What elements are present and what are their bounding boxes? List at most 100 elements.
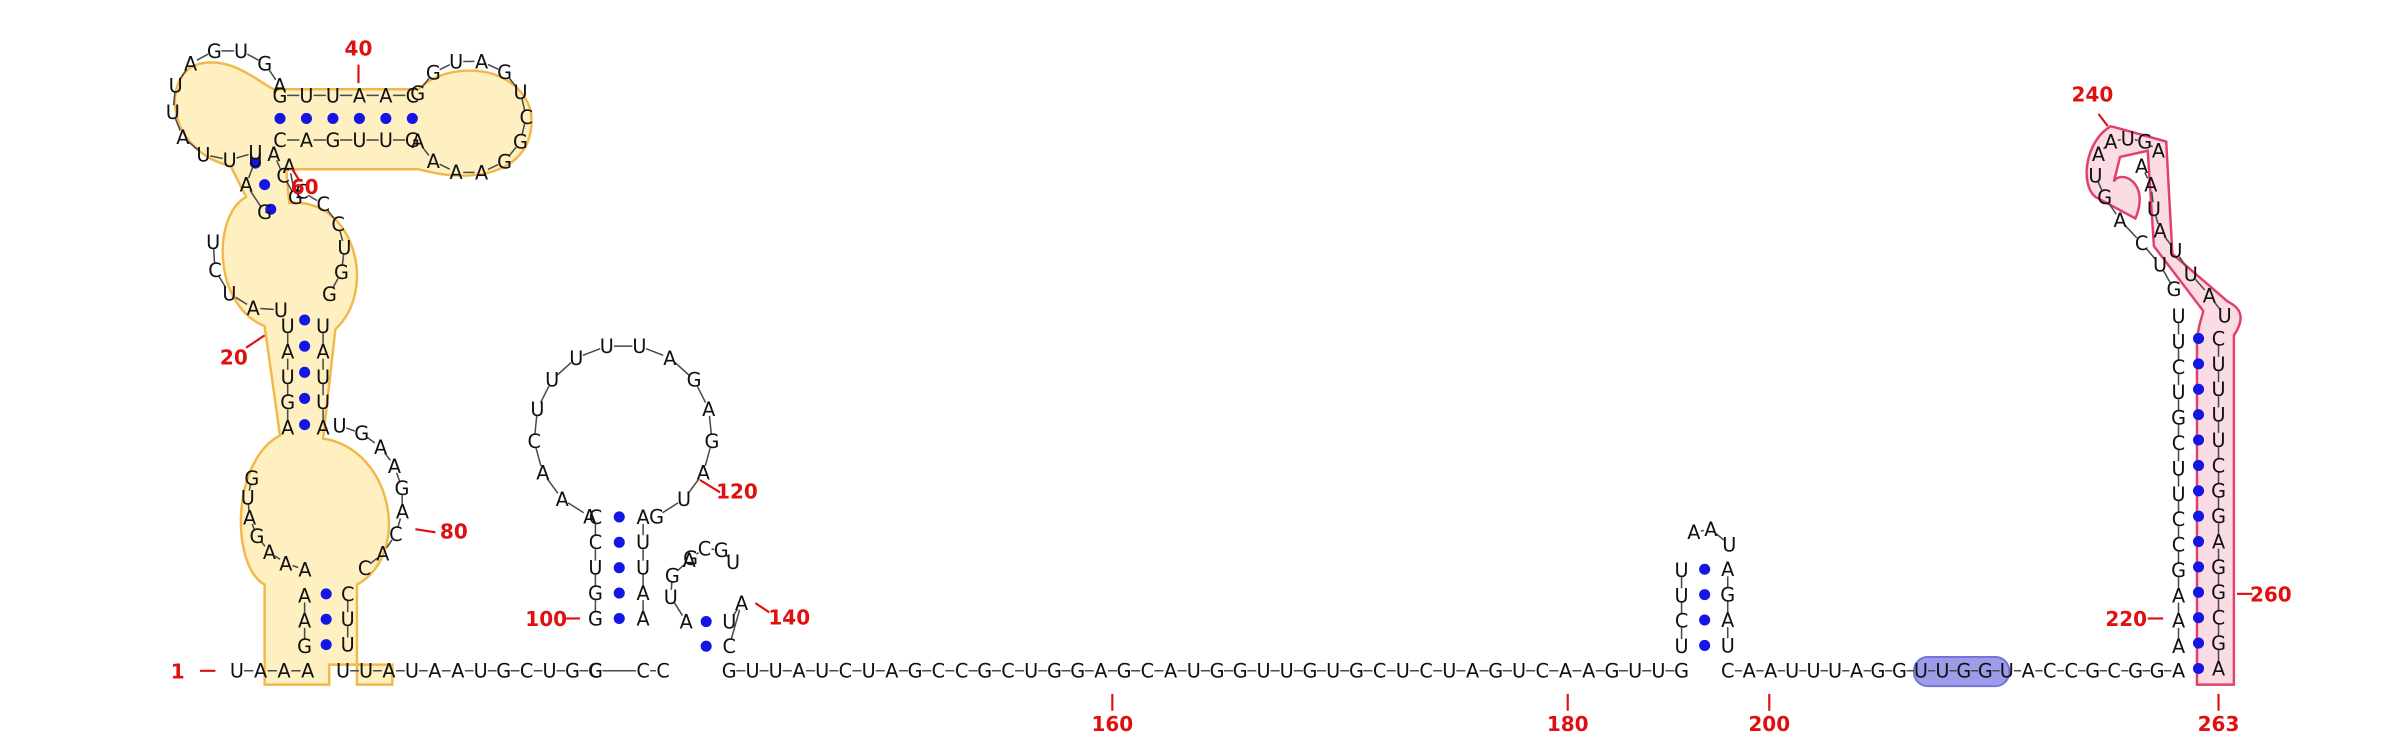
hp4-right-nt: G (2211, 632, 2226, 655)
d1-stem-abl-nt: G (273, 84, 288, 107)
hp3-pair-dot (1699, 589, 1711, 601)
position-label-80: 80 (440, 519, 468, 543)
d1-loopB-right-nt: U (337, 237, 351, 260)
d1-loopC-bond (172, 92, 176, 106)
d1-stem-mr-nt: A (317, 417, 330, 440)
hp4-left-upper-bond (2107, 202, 2117, 215)
baseline-3p-nt: U (1807, 660, 1821, 683)
position-label-140: 140 (768, 606, 810, 630)
hp4-right-upper-bond (2194, 278, 2206, 291)
position-label-180: 180 (1547, 712, 1589, 735)
hp3-loop-nt: A (1704, 518, 1717, 541)
baseline-mid2-nt: G (1488, 660, 1503, 683)
hp4-right-nt: A (2212, 657, 2225, 680)
hp2-left-nt: G (665, 564, 680, 587)
position-label-220: 220 (2105, 607, 2147, 631)
d1-stem-m-pair-dot (299, 314, 311, 326)
d1-loopC-nt: A (176, 126, 189, 149)
d1-loopB-left-nt: C (208, 259, 221, 282)
d1-loopA-right-bond (384, 452, 391, 461)
baseline-link-nt: A (451, 660, 464, 683)
hp2-loop-nt: C (698, 537, 711, 560)
d1-loopC-nt: U (169, 75, 183, 98)
baseline-mid2-nt: A (792, 660, 805, 683)
d1-loopA-right-bond (366, 436, 376, 444)
d1-stem-ab-pair-dot (406, 112, 418, 125)
d1-stem-ab-pair-dot (274, 112, 286, 125)
d1-loopB-right-bond (339, 230, 344, 242)
d1-stem-abr-nt: U (352, 129, 366, 152)
hp2-left-bond (670, 582, 673, 590)
d1-loopA-right-bond (397, 518, 402, 528)
d1-loopD-nt: G (497, 151, 512, 174)
d1-stem-tl-bond (247, 166, 254, 179)
d1-loopC-nt: U (166, 101, 180, 124)
hp1-loop-nt: C (527, 430, 540, 453)
hp4-pair-dot (2192, 536, 2205, 548)
d1-loopD-nt: G (497, 61, 512, 84)
hp4-right-upper-bond (2150, 191, 2154, 203)
d1-loopB-right-nt: C (331, 213, 344, 236)
hp3-left-nt: U (1675, 559, 1689, 582)
hp4-right-upper-nt: U (2147, 198, 2161, 221)
hp3-left-nt: U (1675, 584, 1689, 607)
position-label-60: 60 (291, 175, 319, 199)
d1-loopA-left-nt: G (244, 467, 259, 490)
d1-loopD-bond (521, 98, 526, 111)
hp3-pair-dot (1699, 614, 1711, 626)
d1-loopA-left-nt: G (250, 525, 265, 548)
hp4-pair-dot (2192, 561, 2205, 573)
hp1-loop-bond (539, 385, 550, 403)
hp3-loop-nt: U (1722, 534, 1736, 557)
hp1-left-nt: U (588, 557, 602, 580)
d1-stem-abr-nt: G (405, 129, 420, 152)
d1-stem-abl-nt: A (353, 84, 366, 107)
hp1-loop-bond (662, 502, 679, 514)
d1-stem-abl-nt: A (379, 84, 392, 107)
baseline-3p-nt: G (1978, 660, 1993, 683)
d1-stem-b-pair-dot (320, 613, 332, 625)
baseline-mid2-nt: G (1674, 660, 1689, 683)
d1-loopB-right-bond (341, 254, 345, 266)
d1-stem-b-pair-dot (320, 588, 332, 600)
baseline-3p-nt: A (2172, 660, 2185, 683)
domain-yellow-left (173, 61, 533, 686)
d1-stem-b-pair-dot (320, 639, 332, 651)
hp1-right-nt: U (636, 557, 650, 580)
baseline-mid2-nt: U (1280, 660, 1294, 683)
hp2-left-nt: A (683, 549, 696, 572)
d1-stem-br-nt: C (341, 583, 354, 606)
baseline-3p-nt: C (2043, 660, 2056, 683)
hp3-pair-dot (1699, 639, 1711, 651)
position-label-263: 263 (2198, 712, 2240, 735)
hp3-loop-bond (1715, 533, 1725, 541)
hp4-right-upper-nt: A (2203, 284, 2216, 307)
hp2-right-bond (732, 608, 739, 617)
hp4-loop-bond (2150, 144, 2154, 148)
position-tick-20 (245, 334, 266, 349)
d1-loopC-nt: U (223, 149, 237, 172)
d1-loopB-left-nt: A (247, 297, 260, 320)
hp4-left-nt: G (2171, 559, 2186, 582)
baseline-3p-nt: A (2022, 660, 2035, 683)
hp1-loop-nt: U (530, 398, 544, 421)
hp1-loop-bond (708, 415, 713, 435)
d1-loopB-left-bond (212, 249, 216, 263)
baseline-mid2-nt: C (932, 660, 945, 683)
position-tick-240 (2097, 113, 2109, 127)
hp4-right-nt: C (2212, 327, 2225, 350)
hp1-loop-nt: U (677, 488, 691, 511)
baseline-mid2-nt: U (862, 660, 876, 683)
hp1-left-nt: C (589, 506, 602, 529)
hp1-loop-bond (535, 447, 542, 467)
hp4-right-nt: U (2211, 404, 2225, 427)
d1-loopD-bond (508, 77, 517, 88)
baseline-mid2-nt: G (1349, 660, 1364, 683)
d1-loopB-left-nt: U (206, 231, 220, 254)
d1-loopC-nt: A (273, 75, 286, 98)
hp1-pair-dot (613, 612, 625, 625)
d1-stem-mr-nt: A (317, 340, 330, 363)
hp4-right-upper-nt: U (2168, 240, 2182, 263)
d1-stem-br-nt: U (341, 634, 355, 657)
d1-stem-abr-nt: G (325, 129, 340, 152)
